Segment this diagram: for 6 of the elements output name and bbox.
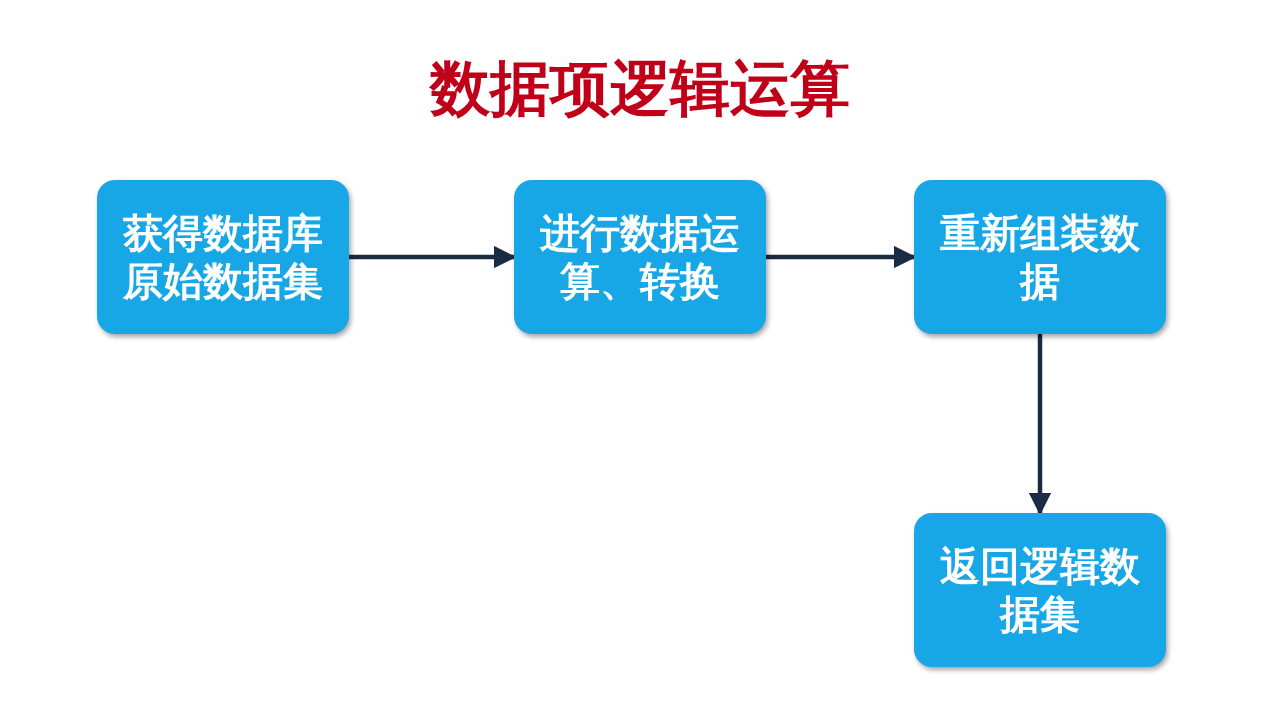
title: 数据项逻辑运算 xyxy=(428,52,851,125)
arrow xyxy=(1028,334,1052,516)
process-box: 获得数据库原始数据集 xyxy=(97,180,349,334)
process-box: 返回逻辑数据集 xyxy=(914,513,1166,667)
process-box: 重新组装数据 xyxy=(914,180,1166,334)
process-box: 进行数据运算、转换 xyxy=(514,180,766,334)
